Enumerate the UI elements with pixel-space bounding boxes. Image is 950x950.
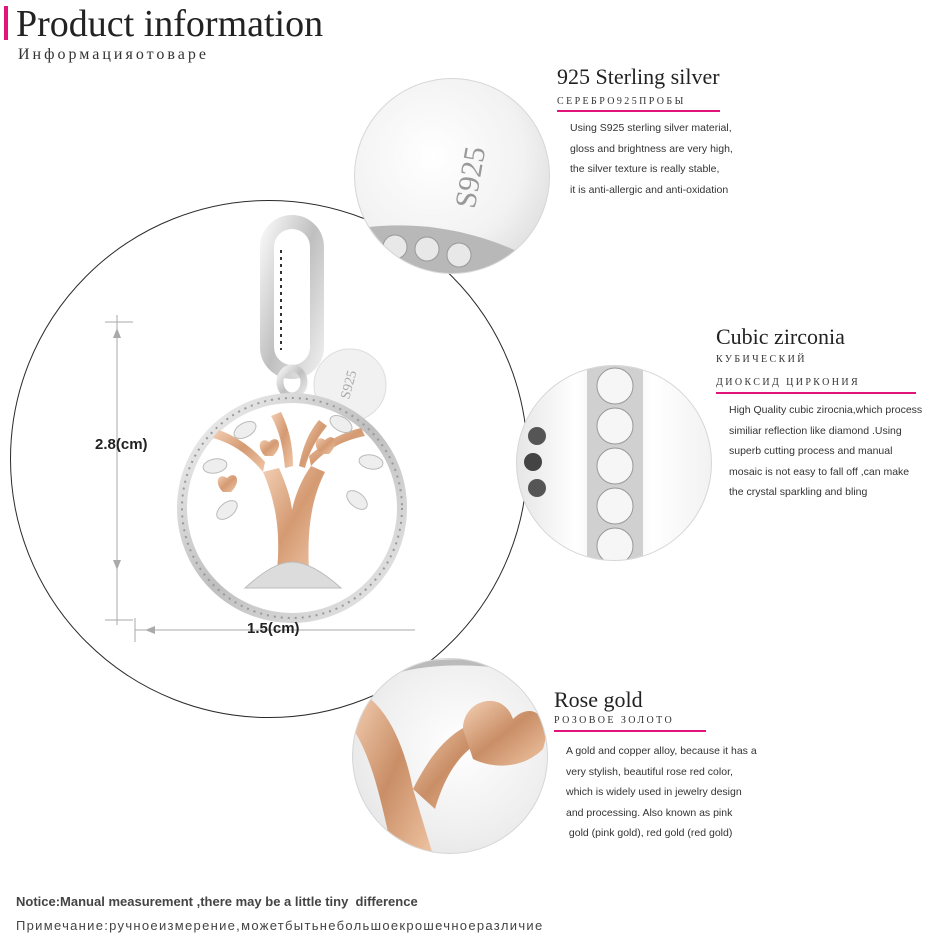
zirconia-subtitle-2: ДИОКСИД ЦИРКОНИЯ <box>716 377 861 388</box>
sterling-subtitle: СЕРЕБРО925ПРОБЫ <box>557 96 686 107</box>
notice-text-ru: Примечание:ручноеизмерение,можетбытьнебо… <box>16 918 544 933</box>
rose-gold-title: Rose gold <box>554 687 643 712</box>
zirconia-stones-image <box>524 366 643 560</box>
sterling-description: Using S925 sterling silver material, glo… <box>570 122 733 196</box>
silver-stamp-image: S925 <box>355 144 549 273</box>
rose-gold-description: A gold and copper alloy, because it has … <box>566 745 757 840</box>
sterling-underline <box>557 110 720 112</box>
notice-text: Notice:Manual measurement ,there may be … <box>16 894 418 909</box>
zirconia-title: Cubic zirconia <box>716 324 845 349</box>
product-image: S925 <box>105 215 415 642</box>
pendant-stamp: S925 <box>339 369 361 401</box>
zirconia-subtitle: КУБИЧЕСКИЙ <box>716 354 807 365</box>
height-label: 2.8(cm) <box>95 436 148 453</box>
title-accent-bar <box>4 6 8 40</box>
page-title: Product information <box>16 3 324 45</box>
width-label: 1.5(cm) <box>247 620 300 637</box>
silver-stamp: S925 <box>449 144 492 210</box>
rose-gold-underline <box>554 730 706 732</box>
rose-gold-tree-image <box>353 659 546 853</box>
rose-gold-subtitle: РОЗОВОЕ ЗОЛОТО <box>554 715 675 726</box>
sterling-silver-closeup: S925 <box>354 78 550 274</box>
sterling-title: 925 Sterling silver <box>557 64 720 89</box>
zirconia-description: High Quality cubic zirocnia,which proces… <box>729 404 923 499</box>
zirconia-underline <box>716 392 916 394</box>
page-subtitle: Информацияотоваре <box>18 46 209 63</box>
cubic-zirconia-closeup <box>516 365 712 561</box>
rose-gold-closeup <box>352 658 548 854</box>
